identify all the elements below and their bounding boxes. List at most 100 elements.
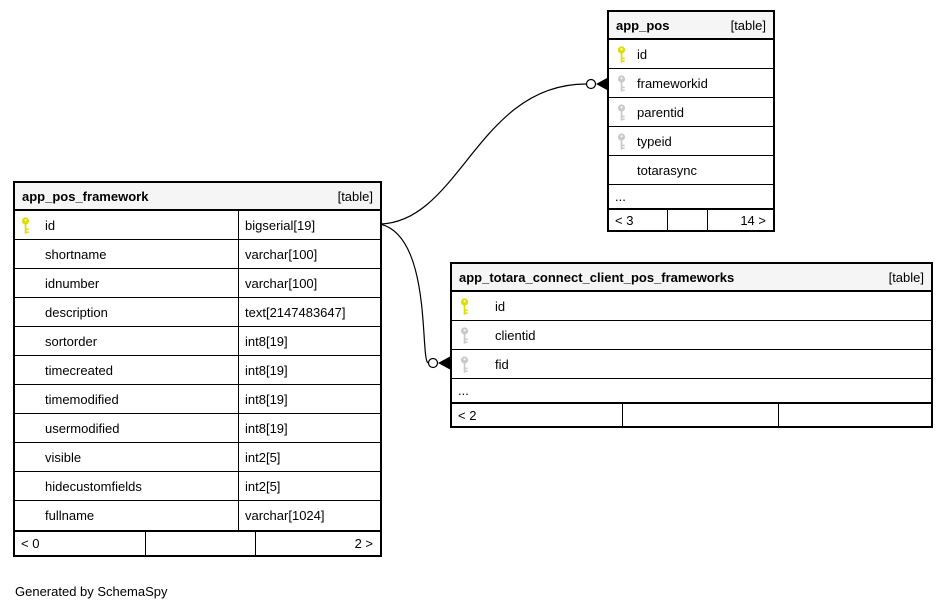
column-name: idnumber	[45, 275, 100, 291]
column-name-cell: frameworkid	[609, 69, 708, 97]
column-row: totarasync	[609, 156, 773, 185]
arrowhead-icon	[438, 356, 450, 370]
column-type: varchar[100]	[245, 275, 318, 291]
key-icon-cell	[609, 132, 637, 150]
column-name: fid	[495, 356, 509, 372]
table-header: app_pos_framework [table]	[15, 183, 380, 211]
footer-spacer	[667, 210, 707, 230]
table-name: app_totara_connect_client_pos_frameworks	[459, 269, 735, 285]
column-type: varchar[100]	[245, 246, 318, 262]
column-name-cell: timemodified	[15, 385, 239, 413]
children-count: < 3	[615, 212, 634, 228]
key-icon-cell	[609, 45, 637, 63]
column-name: parentid	[637, 104, 684, 120]
column-type: int8[19]	[245, 333, 288, 349]
column-type: int8[19]	[245, 420, 288, 436]
table-type-badge: [table]	[730, 17, 766, 33]
column-row: idnumber varchar[100]	[15, 269, 380, 298]
column-row: id	[609, 40, 773, 69]
foreign-key-icon	[617, 132, 626, 150]
column-row: id bigserial[19]	[15, 211, 380, 240]
parents-count	[778, 404, 931, 426]
foreign-key-icon	[460, 326, 469, 344]
table-name: app_pos_framework	[22, 188, 149, 204]
column-type: int2[5]	[245, 449, 281, 465]
column-name: totarasync	[637, 162, 697, 178]
column-row: shortname varchar[100]	[15, 240, 380, 269]
column-type: bigserial[19]	[245, 217, 316, 233]
foreign-key-icon	[460, 355, 469, 373]
schemaspy-credit: Generated by SchemaSpy	[15, 584, 168, 599]
key-icon-cell	[15, 216, 45, 234]
table-footer: < 3 14 >	[609, 208, 773, 230]
column-name-cell: id	[15, 211, 239, 239]
column-name: frameworkid	[637, 75, 708, 91]
more-columns-ellipsis: ...	[615, 189, 626, 204]
relationship-line-totara-connect	[379, 223, 429, 364]
column-name: description	[45, 304, 108, 320]
arrowhead-icon	[596, 77, 608, 91]
column-name-cell: parentid	[609, 98, 684, 126]
column-row: visible int2[5]	[15, 443, 380, 472]
table-app-totara-connect-client-pos-frameworks[interactable]: app_totara_connect_client_pos_frameworks…	[450, 262, 933, 428]
key-icon-cell	[452, 326, 495, 344]
column-type: int8[19]	[245, 391, 288, 407]
column-name: typeid	[637, 133, 672, 149]
column-name-cell: shortname	[15, 240, 239, 268]
column-name-cell: timecreated	[15, 356, 239, 384]
column-name: sortorder	[45, 333, 98, 349]
column-type: text[2147483647]	[245, 304, 346, 320]
column-name: id	[495, 298, 506, 314]
relationship-line-app-pos	[379, 83, 587, 225]
column-row: parentid	[609, 98, 773, 127]
primary-key-icon	[617, 45, 626, 63]
column-row: timecreated int8[19]	[15, 356, 380, 385]
column-name-cell: totarasync	[609, 156, 697, 184]
column-name: shortname	[45, 246, 107, 262]
table-app-pos-framework[interactable]: app_pos_framework [table] id bigserial[1…	[13, 181, 382, 557]
column-name-cell: usermodified	[15, 414, 239, 442]
column-name-cell: clientid	[452, 321, 535, 349]
column-name: id	[637, 46, 648, 62]
column-row: usermodified int8[19]	[15, 414, 380, 443]
column-row: fid	[452, 350, 931, 379]
column-name: fullname	[45, 508, 95, 523]
foreign-key-icon	[617, 103, 626, 121]
table-name: app_pos	[616, 17, 670, 33]
column-name-cell: hidecustomfields	[15, 472, 239, 500]
parents-count: 14 >	[707, 210, 773, 230]
children-count: < 0	[21, 536, 40, 551]
table-type-badge: [table]	[337, 188, 373, 204]
primary-key-icon	[460, 297, 469, 315]
zero-or-more-circle-icon	[585, 78, 597, 90]
footer-spacer	[622, 404, 778, 426]
table-footer: < 0 2 >	[15, 530, 380, 555]
table-type-badge: [table]	[888, 269, 924, 285]
column-name-cell: visible	[15, 443, 239, 471]
column-row: clientid	[452, 321, 931, 350]
column-row: id	[452, 292, 931, 321]
table-header: app_pos [table]	[609, 12, 773, 40]
column-name-cell: id	[452, 292, 505, 320]
table-app-pos[interactable]: app_pos [table] id	[607, 10, 775, 232]
column-name: usermodified	[45, 420, 120, 436]
column-row: timemodified int8[19]	[15, 385, 380, 414]
column-name: id	[45, 217, 56, 233]
column-type: varchar[1024]	[245, 508, 325, 523]
key-icon-cell	[452, 297, 495, 315]
column-type: int8[19]	[245, 362, 288, 378]
key-icon-cell	[452, 355, 495, 373]
column-type: int2[5]	[245, 478, 281, 494]
column-name-cell: fid	[452, 350, 509, 378]
column-row: fullname varchar[1024]	[15, 501, 380, 530]
key-icon-cell	[609, 103, 637, 121]
zero-or-more-circle-icon	[427, 357, 439, 369]
foreign-key-icon	[617, 74, 626, 92]
column-name-cell: typeid	[609, 127, 672, 155]
footer-spacer	[145, 532, 255, 555]
primary-key-icon	[21, 216, 30, 234]
column-row: frameworkid	[609, 69, 773, 98]
column-row: sortorder int8[19]	[15, 327, 380, 356]
column-row: hidecustomfields int2[5]	[15, 472, 380, 501]
